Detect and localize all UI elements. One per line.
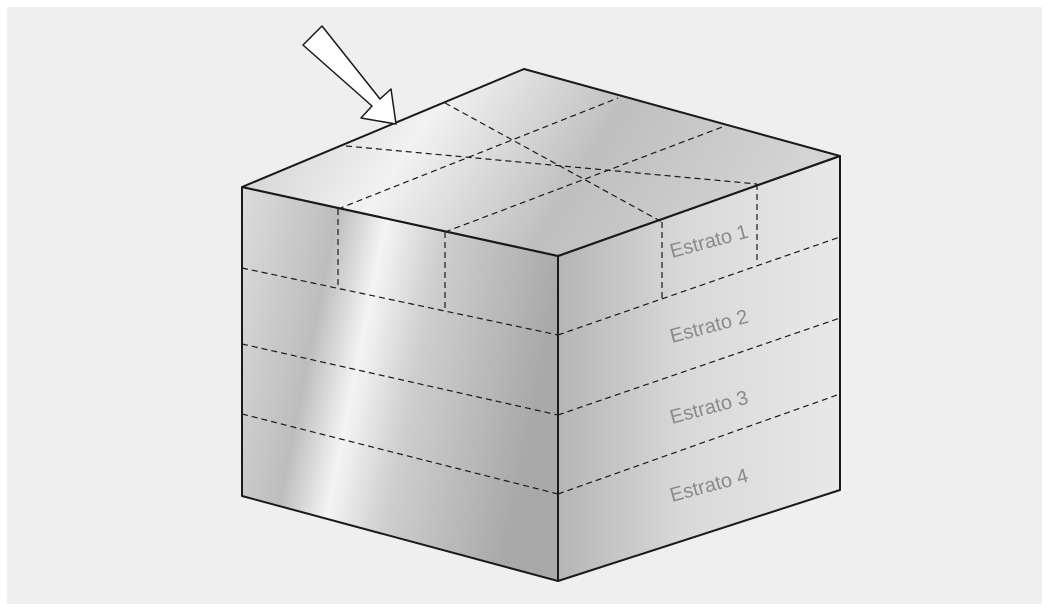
column-cuts	[337, 184, 758, 310]
cube-edges	[241, 68, 841, 582]
cube-right-face	[558, 156, 840, 581]
arrow-down-right-icon	[302, 25, 397, 125]
cube-front-face	[242, 187, 558, 581]
front-strata-lines	[241, 267, 559, 495]
top-grid-lines	[337, 97, 758, 233]
